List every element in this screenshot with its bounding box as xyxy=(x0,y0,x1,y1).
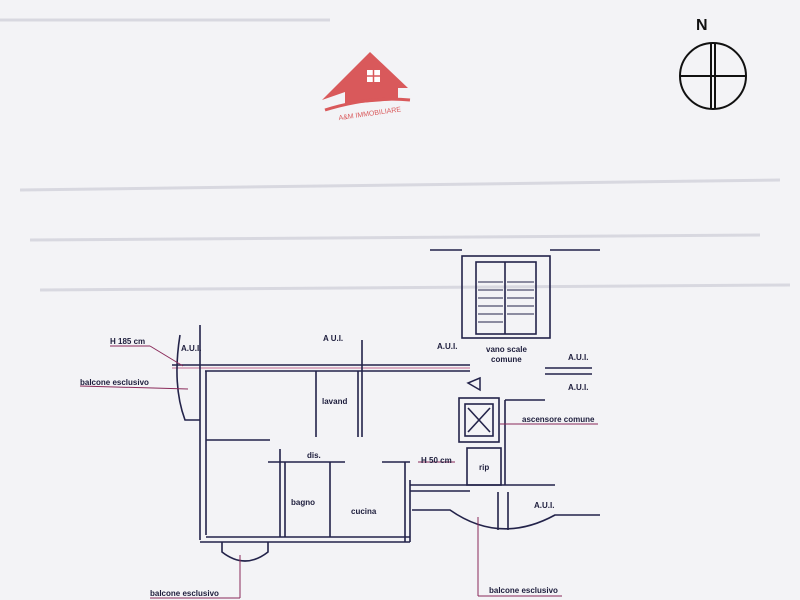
label-aui-mid: A.U.I. xyxy=(437,342,457,351)
walls xyxy=(172,249,600,562)
label-balcone-bottom-left: balcone esclusivo xyxy=(150,589,219,598)
label-lavand: lavand xyxy=(322,397,347,406)
label-vano-scale-comune: comune xyxy=(491,355,522,364)
label-balcone-left: balcone esclusivo xyxy=(80,378,149,387)
north-label: N xyxy=(696,17,708,34)
label-rip: rip xyxy=(479,463,489,472)
label-vano-scale: vano scale xyxy=(486,345,527,354)
scan-noise xyxy=(0,18,791,292)
room-labels: H 185 cm A.U.I. A U.I. A.U.I. balcone es… xyxy=(80,334,595,598)
label-h185: H 185 cm xyxy=(110,337,145,346)
leader-lines xyxy=(79,345,598,599)
north-compass: N xyxy=(679,17,747,110)
label-aui-left: A.U.I. xyxy=(181,344,201,353)
label-h50: H 50 cm xyxy=(421,456,452,465)
label-dis: dis. xyxy=(307,451,321,460)
label-aui-top: A U.I. xyxy=(323,334,343,343)
label-aui-right-1: A.U.I. xyxy=(568,353,588,362)
label-ascensore: ascensore comune xyxy=(522,415,595,424)
label-aui-bottom: A.U.I. xyxy=(534,501,554,510)
label-balcone-bottom-right: balcone esclusivo xyxy=(489,586,558,595)
label-bagno: bagno xyxy=(291,498,315,507)
house-logo-icon xyxy=(322,52,408,104)
logo-text: A&M IMMOBILIARE xyxy=(338,106,402,122)
label-aui-right-2: A.U.I. xyxy=(568,383,588,392)
company-logo: A&M IMMOBILIARE xyxy=(322,52,411,122)
label-cucina: cucina xyxy=(351,507,377,516)
